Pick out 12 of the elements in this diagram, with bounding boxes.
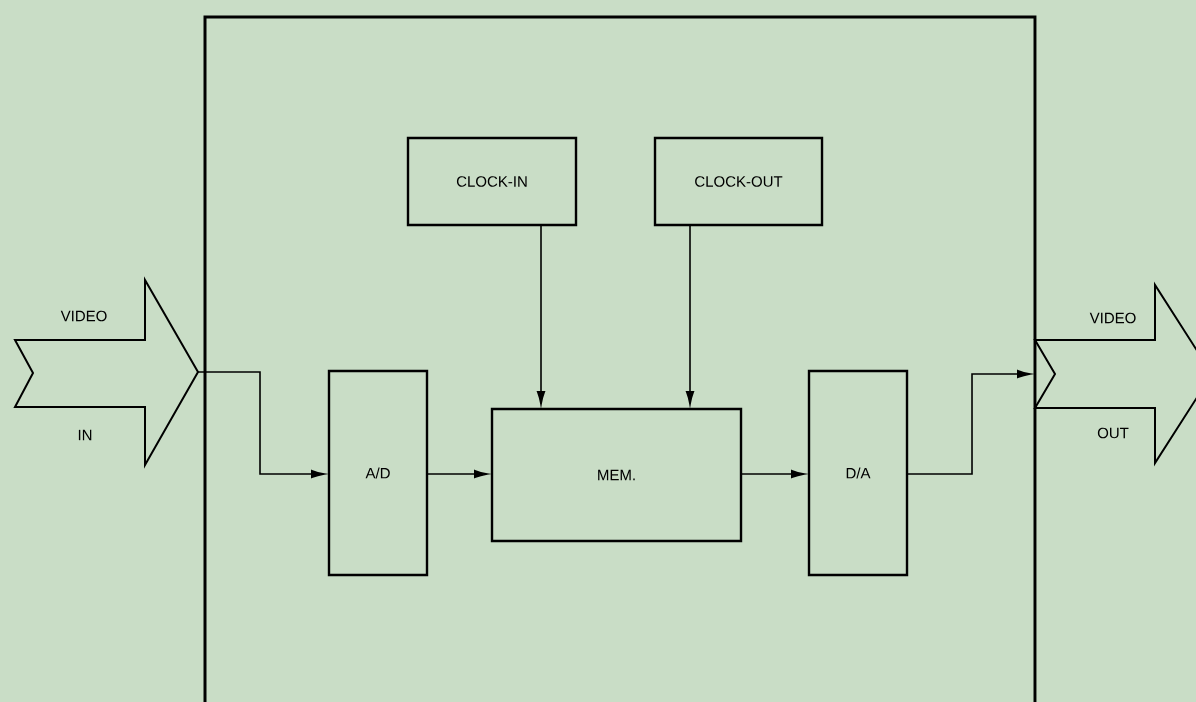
block-box: MEM.: [490, 407, 743, 543]
block-box: CLOCK-IN: [406, 136, 578, 227]
arrow: [740, 469, 805, 479]
arrow: [685, 224, 695, 405]
arrow: [906, 369, 1031, 475]
arrow: [536, 224, 546, 405]
block-box: CLOCK-OUT: [653, 136, 824, 227]
housing-box: [203, 15, 1037, 702]
block-box: A/D: [327, 369, 429, 577]
arrow: [197, 371, 325, 479]
block-box: D/A: [807, 369, 909, 577]
arrow: [426, 469, 488, 479]
